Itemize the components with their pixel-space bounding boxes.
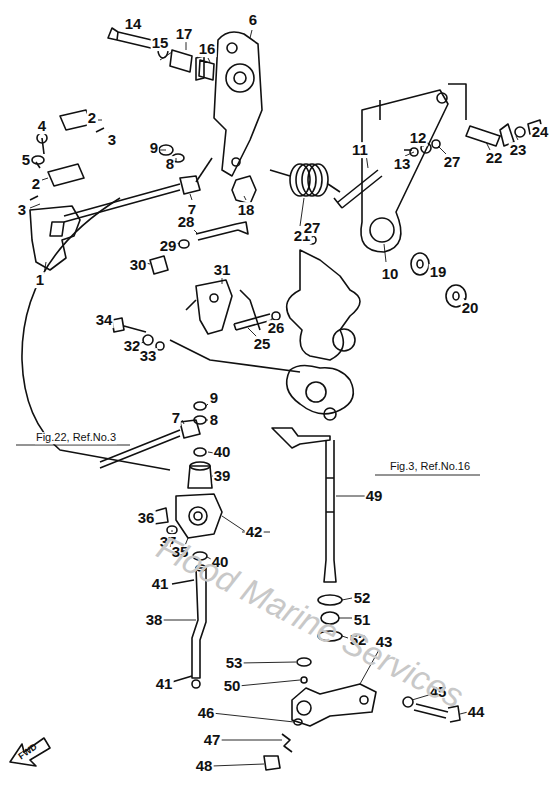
- callout-number: 26: [267, 320, 286, 336]
- callout-number: 11: [351, 142, 369, 158]
- callout-number: 52: [353, 590, 372, 606]
- callout-number: 6: [248, 12, 258, 28]
- callout-number: 5: [21, 152, 31, 168]
- callout-number: 12: [409, 130, 428, 146]
- callout-number: 53: [225, 655, 244, 671]
- callout-number: 49: [365, 488, 384, 504]
- callout-number: 1: [35, 272, 45, 288]
- callout-number: 24: [531, 124, 550, 140]
- callout-number: 18: [237, 202, 256, 218]
- callout-number: 15: [151, 35, 170, 51]
- callout-number: 36: [137, 510, 156, 526]
- callout-number: 16: [198, 41, 217, 57]
- callout-number: 2: [87, 110, 97, 126]
- figure-reference: Fig.22, Ref.No.3: [35, 432, 117, 444]
- callout-number: 10: [381, 266, 400, 282]
- direction-label: FWD: [16, 742, 40, 763]
- callout-number: 34: [95, 312, 114, 328]
- callout-number: 8: [209, 412, 219, 428]
- callout-number: 22: [485, 150, 504, 166]
- callout-number: 47: [203, 732, 222, 748]
- callout-number: 27: [303, 220, 322, 236]
- callout-number: 41: [151, 576, 170, 592]
- callout-number: 3: [107, 132, 117, 148]
- callout-number: 8: [165, 156, 175, 172]
- callout-number: 29: [159, 238, 178, 254]
- callout-number: 14: [124, 16, 143, 32]
- callout-number: 25: [253, 336, 272, 352]
- callout-number: 33: [139, 348, 158, 364]
- callout-number: 46: [197, 705, 216, 721]
- callout-number: 41: [155, 676, 174, 692]
- callout-number: 7: [171, 410, 181, 426]
- callout-number: 48: [195, 758, 214, 774]
- callout-number: 13: [393, 156, 412, 172]
- callout-number: 31: [213, 262, 232, 278]
- callout-number: 28: [177, 214, 196, 230]
- callout-number: 50: [223, 678, 242, 694]
- callout-number: 30: [129, 257, 148, 273]
- callout-number: 3: [17, 202, 27, 218]
- callout-number: 27: [443, 154, 462, 170]
- callout-number: 17: [175, 26, 194, 42]
- callout-number: 9: [209, 390, 219, 406]
- callout-number: 42: [245, 524, 264, 540]
- callout-number: 4: [37, 118, 47, 134]
- callout-number: 23: [509, 142, 528, 158]
- callout-number: 9: [149, 140, 159, 156]
- figure-reference: Fig.3, Ref.No.16: [389, 461, 471, 473]
- callout-number: 44: [467, 704, 486, 720]
- callout-number: 2: [31, 176, 41, 192]
- callout-number: 19: [429, 264, 448, 280]
- callout-number: 39: [213, 468, 232, 484]
- callout-number: 38: [145, 612, 164, 628]
- callout-number: 20: [461, 300, 480, 316]
- callout-number: 40: [213, 444, 232, 460]
